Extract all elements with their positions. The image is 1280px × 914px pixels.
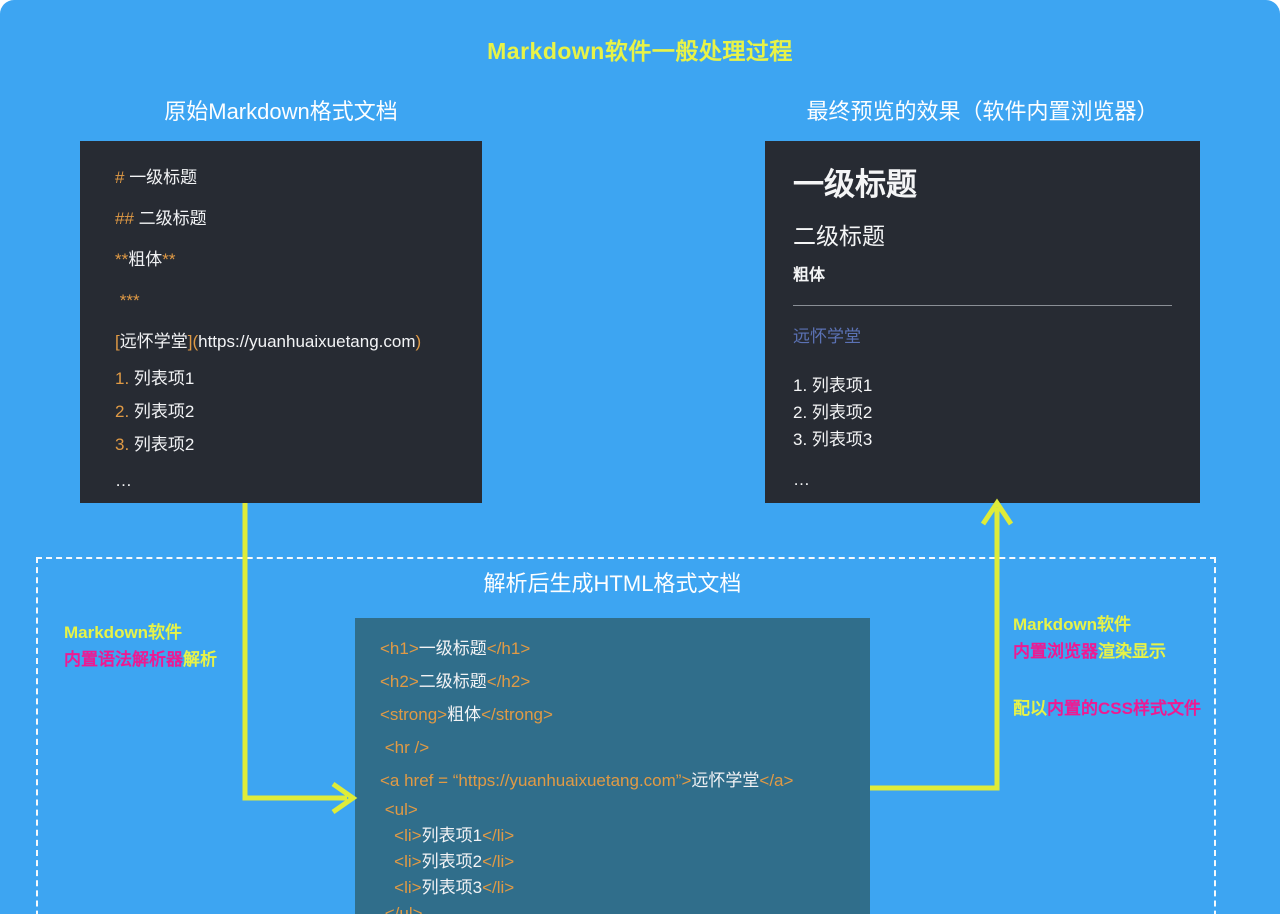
text-line: <strong>粗体</strong>	[380, 705, 553, 724]
preview-heading1: 一级标题	[793, 167, 917, 202]
markdown-source-list: 1. 列表项1 2. 列表项2 3. 列表项2	[115, 362, 482, 461]
text-line: </ul>	[380, 904, 423, 914]
text-line: 配以内置的CSS样式文件	[1013, 699, 1201, 718]
list-item: 3. 列表项3	[793, 430, 873, 449]
markdown-source-block: # 一级标题 ## 二级标题 **粗体** *** [远怀学堂](https://yu…	[115, 157, 482, 362]
text-line: <hr />	[380, 738, 430, 757]
text-line: **粗体**	[115, 250, 176, 269]
text-line: 2. 列表项2	[115, 402, 195, 421]
text-line: 3. 列表项2	[115, 435, 195, 454]
text-line: <ul>	[380, 800, 418, 819]
html-output-list: <ul> <li>列表项1</li> <li>列表项2</li> <li>列表项…	[380, 797, 870, 914]
source-column-heading: 原始Markdown格式文档	[164, 99, 398, 124]
preview-panel: 一级标题 二级标题 粗体 远怀学堂 1. 列表项1 2. 列表项2 3. 列表项…	[765, 141, 1200, 503]
text-line: <li>列表项2</li>	[380, 852, 515, 871]
preview-horizontal-rule	[793, 305, 1172, 306]
list-item: 1. 列表项1	[793, 376, 873, 395]
preview-hyperlink[interactable]: 远怀学堂	[793, 327, 861, 346]
preview-column-heading: 最终预览的效果（软件内置浏览器）	[806, 99, 1159, 124]
diagram-title: Markdown软件一般处理过程	[487, 38, 793, 64]
preview-bold-text: 粗体	[793, 267, 826, 284]
text-line: # 一级标题	[115, 168, 198, 187]
text-line: Markdown软件	[64, 623, 183, 642]
preview-heading2: 二级标题	[793, 223, 885, 249]
render-flow-label: Markdown软件内置浏览器渲染显示	[1013, 611, 1166, 665]
markdown-source-ellipsis: …	[115, 471, 132, 490]
parser-flow-label: Markdown软件内置语法解析器解析	[64, 619, 217, 673]
text-line: 内置语法解析器解析	[64, 650, 217, 669]
css-flow-label: 配以内置的CSS样式文件	[1013, 695, 1201, 722]
parser-stage-heading: 解析后生成HTML格式文档	[483, 571, 742, 596]
text-line: [远怀学堂](https://yuanhuaixuetang.com)	[115, 332, 422, 351]
text-line: 1. 列表项1	[115, 369, 195, 388]
text-line: ***	[115, 291, 140, 310]
html-output-block: <h1>一级标题</h1> <h2>二级标题</h2> <strong>粗体</st…	[380, 632, 870, 797]
preview-ellipsis: …	[793, 470, 810, 489]
preview-ordered-list: 1. 列表项1 2. 列表项2 3. 列表项3	[793, 372, 1172, 453]
text-line: <h2>二级标题</h2>	[380, 672, 531, 691]
text-line: Markdown软件	[1013, 615, 1132, 634]
text-line: <h1>一级标题</h1>	[380, 639, 531, 658]
text-line: <li>列表项3</li>	[380, 878, 515, 897]
markdown-source-panel: # 一级标题 ## 二级标题 **粗体** *** [远怀学堂](https://yu…	[80, 141, 482, 503]
text-line: <li>列表项1</li>	[380, 826, 515, 845]
parser-stage-box	[36, 557, 1216, 914]
html-to-preview-arrowhead-icon	[980, 498, 1014, 526]
text-line: 内置浏览器渲染显示	[1013, 642, 1166, 661]
list-item: 2. 列表项2	[793, 403, 873, 422]
text-line: ## 二级标题	[115, 209, 207, 228]
text-line: <a href = “https://yuanhuaixuetang.com”>…	[380, 771, 794, 790]
html-output-panel: <h1>一级标题</h1> <h2>二级标题</h2> <strong>粗体</st…	[355, 618, 870, 914]
